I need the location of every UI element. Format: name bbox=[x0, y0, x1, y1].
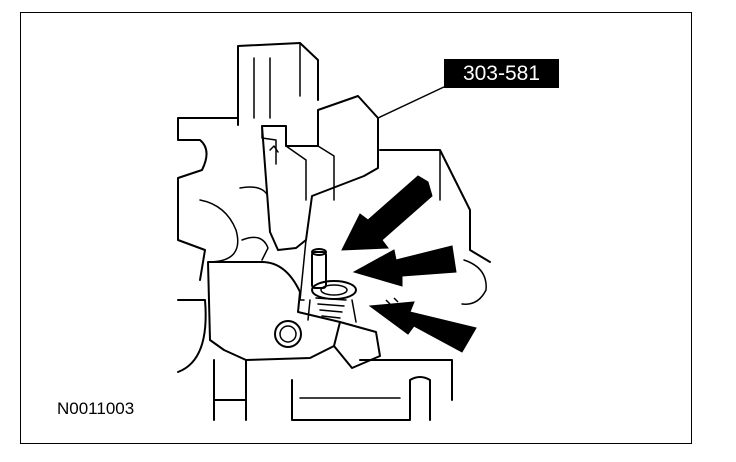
tool-callout-label: 303-581 bbox=[444, 59, 559, 88]
figure-frame bbox=[20, 12, 692, 444]
figure-id: N0011003 bbox=[57, 399, 135, 418]
